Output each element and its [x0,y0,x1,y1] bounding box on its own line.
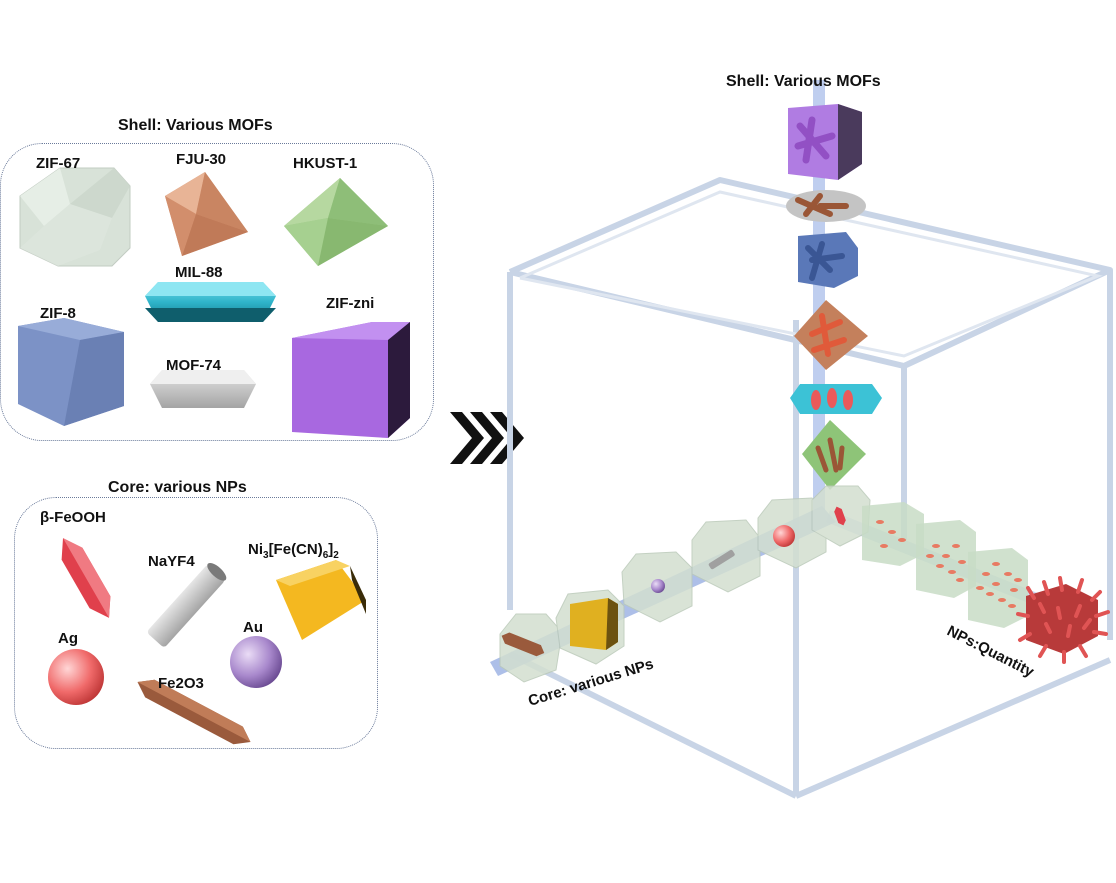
hkust1-label: HKUST-1 [293,155,357,172]
fe2o3-label: Fe2O3 [158,675,204,692]
feooh-label: β-FeOOH [40,509,106,526]
vertical-axis-label: Shell: Various MOFs [726,73,881,90]
zif67-crystal [19,167,131,267]
ni-pba-label: Ni3[Fe(CN)6]2 [248,541,339,561]
cube-wireframe-inner [519,190,1103,358]
zifzni-label: ZIF-zni [326,295,374,312]
stack-fju30-octahedron [794,300,868,370]
au-label: Au [243,619,263,636]
quantity-axis-label: NPs:Quantity [944,622,1037,681]
ag-label: Ag [58,630,78,647]
nayf4-crystal [147,562,227,647]
core-panel-title: Core: various NPs [108,479,247,496]
stack-hkust1-octahedron [802,420,866,490]
ag-core [773,525,795,547]
stack-zif8-cube [798,232,858,288]
ni-pba-crystal [276,560,366,640]
hkust1-crystal [284,178,388,266]
nayf4-core [708,549,735,570]
au-core [651,579,665,593]
ag-sphere [48,649,104,705]
nayf4-label: NaYF4 [148,553,195,570]
stack-mof74-prism [786,190,866,222]
core-shell-row [499,485,871,683]
feooh-core [834,506,846,526]
mil88-crystal [145,282,276,322]
spiky-nps [1016,576,1110,664]
fju30-label: FJU-30 [176,151,226,168]
quantity-row [862,502,1110,664]
ni-pba-core [570,598,618,650]
zif8-crystal [18,318,124,426]
zif67-label: ZIF-67 [36,155,80,172]
fe2o3-crystal [137,679,251,745]
zifzni-crystal [292,322,410,438]
fe2o3-core [501,632,545,657]
mil88-label: MIL-88 [175,264,223,281]
mof74-label: MOF-74 [166,357,222,374]
max-loading-cube [1026,584,1098,654]
feooh-crystal [61,538,111,618]
stack-zifzni-cube [788,104,862,180]
fju30-crystal [165,172,248,256]
mof74-crystal [150,370,256,408]
au-sphere [230,636,282,688]
zif8-label: ZIF-8 [40,305,76,322]
stack-mil88-rod [790,384,882,414]
shell-panel-title: Shell: Various MOFs [118,117,273,134]
